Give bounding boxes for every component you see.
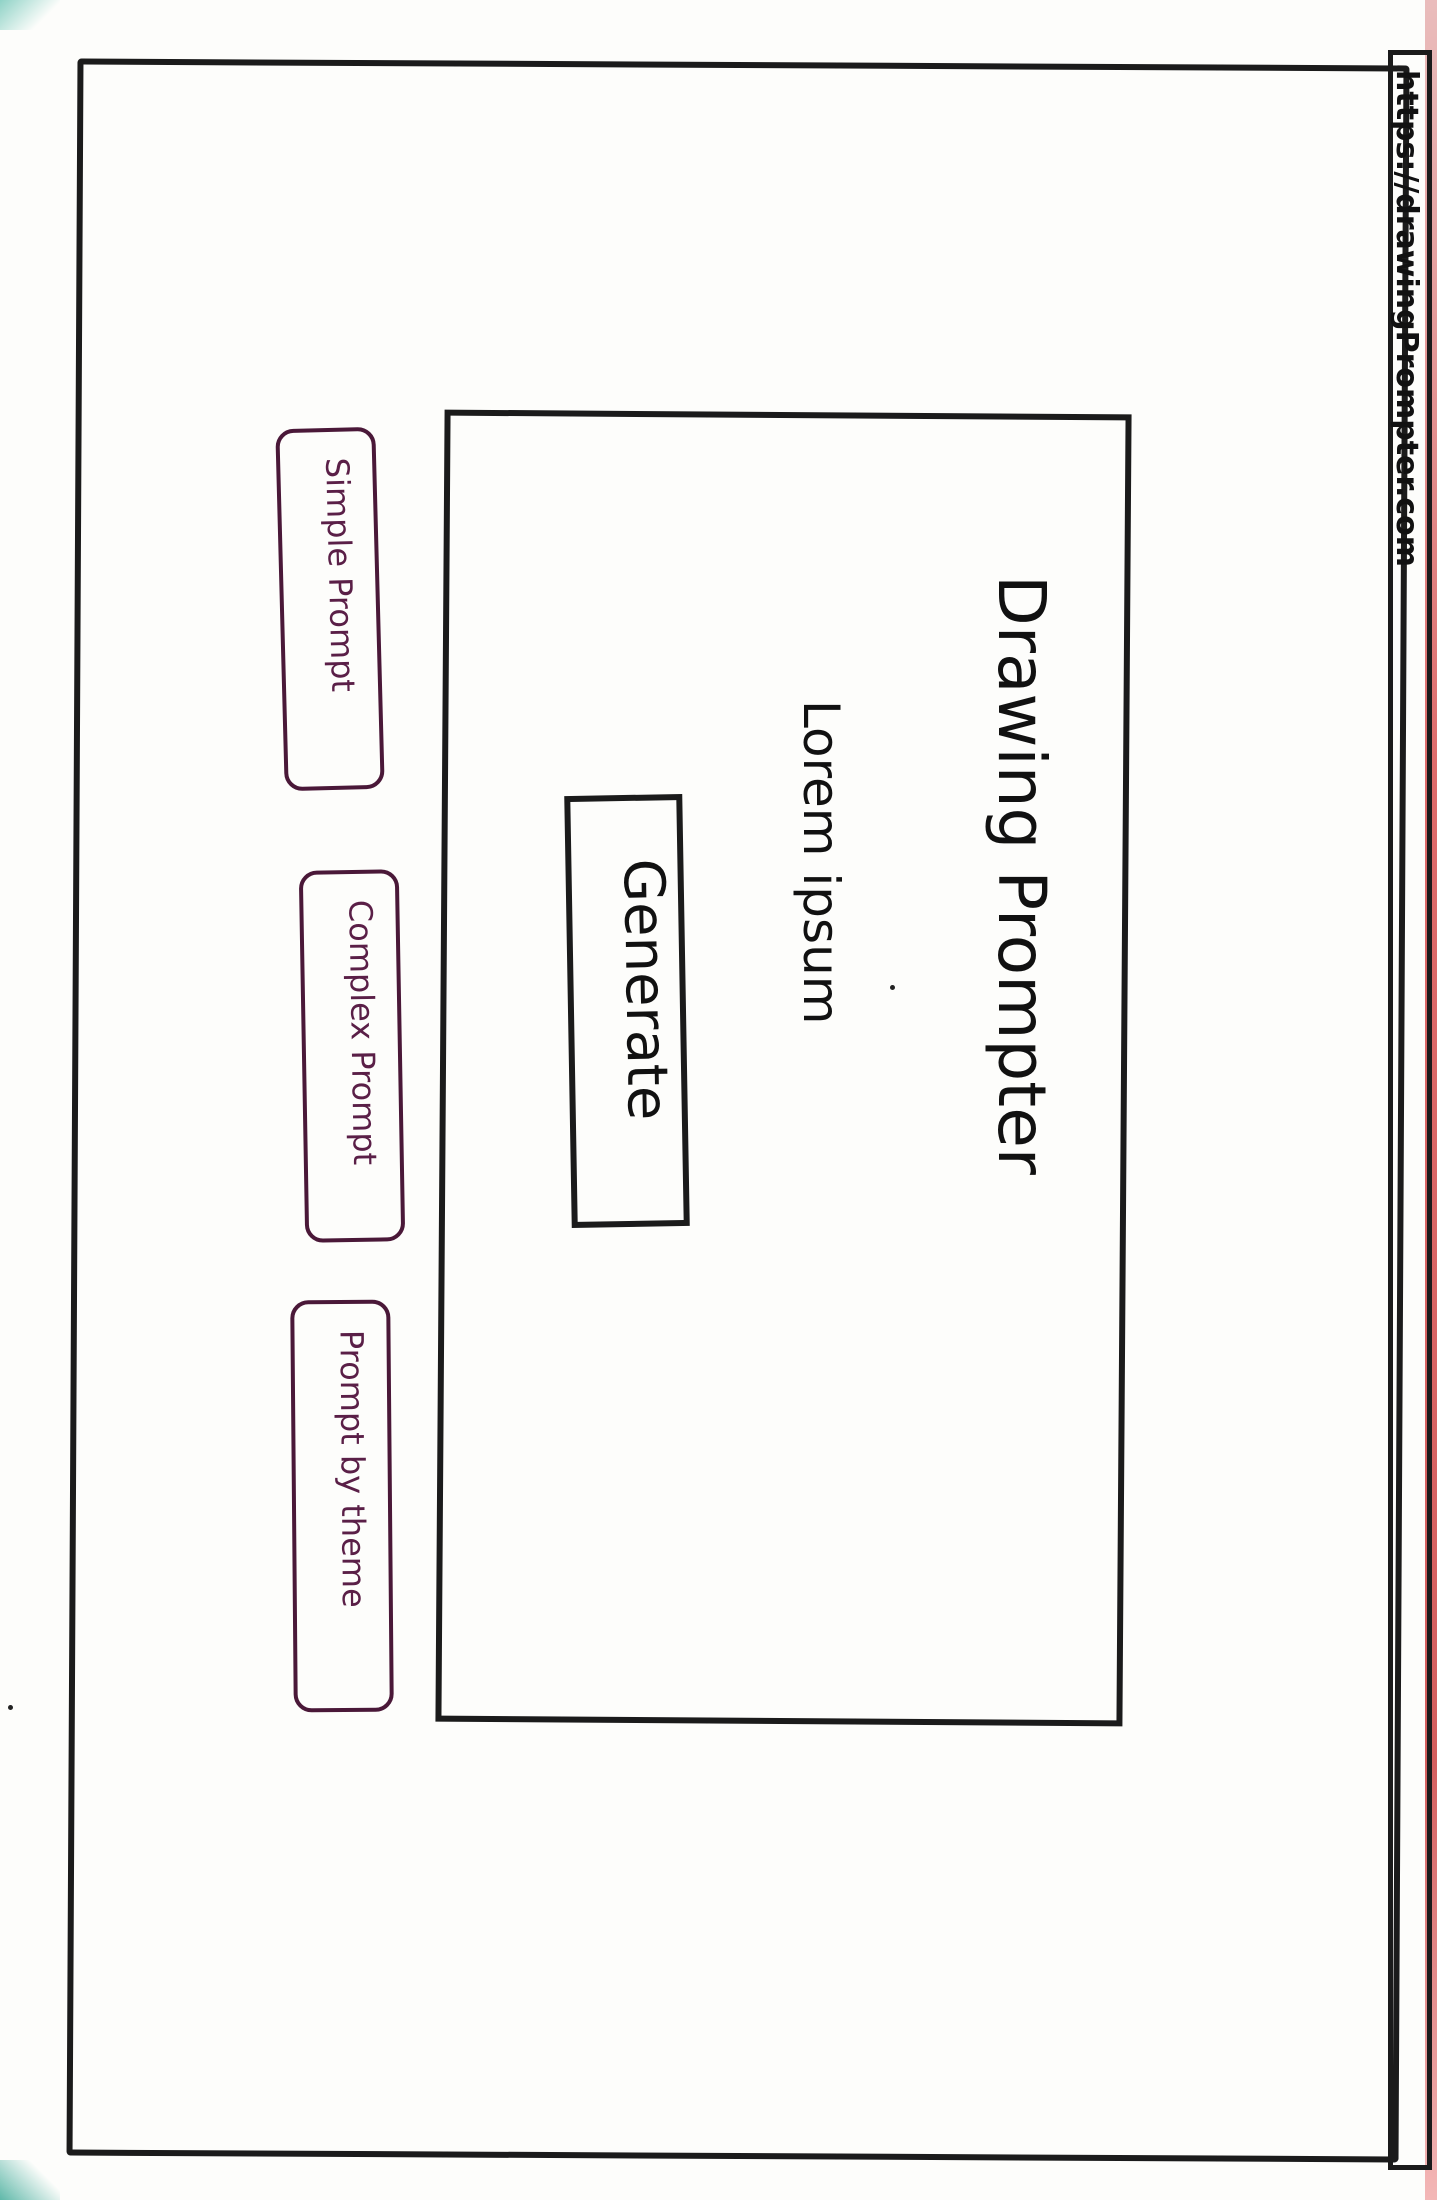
- address-bar[interactable]: [1388, 50, 1432, 2170]
- complex-prompt-label: Complex Prompt: [341, 899, 384, 1166]
- generate-button-label: Generate: [610, 858, 680, 1121]
- page-title: Drawing Prompter: [983, 575, 1060, 1175]
- prompt-by-theme-button[interactable]: Prompt by theme: [290, 1299, 394, 1713]
- simple-prompt-label: Simple Prompt: [318, 457, 363, 693]
- prompt-by-theme-label: Prompt by theme: [332, 1329, 373, 1608]
- paper-corner: [0, 2160, 60, 2200]
- paper-corner: [0, 0, 60, 30]
- complex-prompt-button[interactable]: Complex Prompt: [298, 869, 406, 1243]
- url-text: https://drawingPrompter.com: [1389, 70, 1424, 568]
- page-subtitle: Lorem ipsum: [792, 700, 850, 1025]
- simple-prompt-button[interactable]: Simple Prompt: [275, 426, 385, 792]
- ink-dot: [890, 985, 895, 990]
- generate-button[interactable]: Generate: [564, 794, 690, 1228]
- ink-dot: [8, 1705, 13, 1710]
